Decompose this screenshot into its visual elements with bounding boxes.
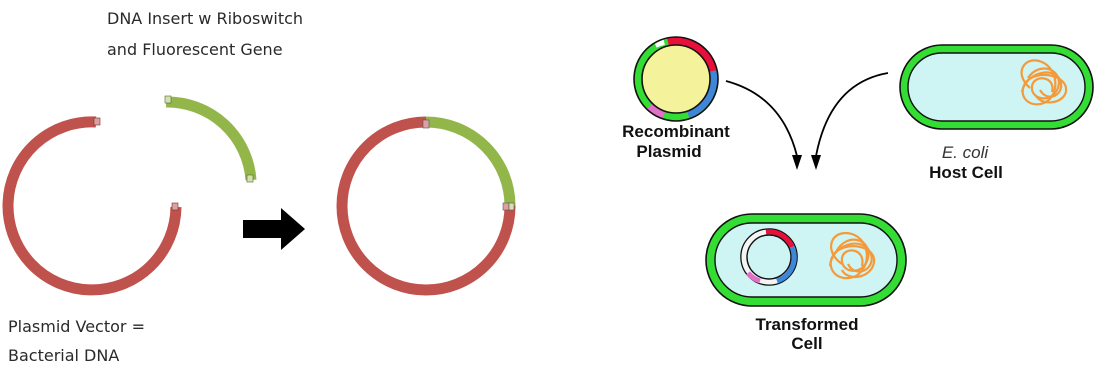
chromosome-icon [1020,59,1068,106]
transformed-chromosome-icon [828,231,876,280]
host-label-italic: E. coli [941,143,989,162]
arrow-head-right-icon [811,155,821,170]
transform-arrows [725,72,889,157]
plasmid-recombinant-closed [336,116,516,296]
ligation-arrow-icon [243,208,305,250]
transformed-label-line1: Transformed [755,315,859,334]
transformed-label-line2: Cell [791,334,823,353]
dna-insert-fragment [164,95,257,183]
insert-caption-line1: DNA Insert w Riboswitch [107,9,304,28]
recombinant-label-line1: Recombinant [622,122,730,141]
plasmid-vector-open [2,116,182,296]
transformed-plasmid-icon [740,228,798,286]
host-label-bold: Host Cell [929,163,1003,182]
vector-caption-line1: Plasmid Vector = [8,317,145,336]
insert-caption-line2: and Fluorescent Gene [107,40,283,59]
arrow-head-left-icon [792,155,802,170]
vector-caption-line2: Bacterial DNA [8,346,120,365]
ecoli-host-cell-icon [899,44,1094,130]
recombinant-plasmid-icon [633,36,719,122]
recombinant-label-line2: Plasmid [636,142,702,161]
transformed-cell-icon [705,213,907,307]
